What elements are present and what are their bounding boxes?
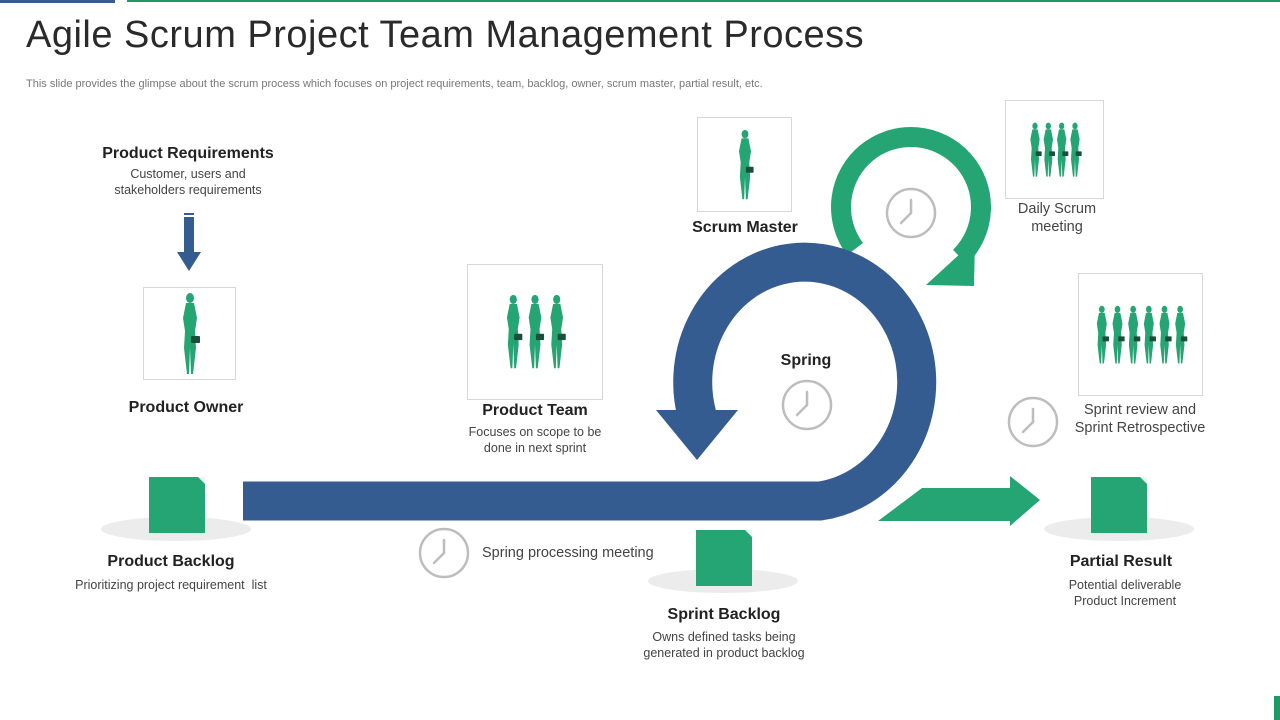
sprint-backlog-desc: Owns defined tasks being generated in pr… xyxy=(643,630,805,660)
scrum-master-title: Scrum Master xyxy=(692,219,798,236)
spring-title: Spring xyxy=(780,352,832,369)
top-accent-bar-blue xyxy=(0,0,115,3)
product-requirements-title: Product Requirements xyxy=(102,145,274,162)
partial-result-title: Partial Result xyxy=(1069,553,1173,570)
businesswoman-silhouette-icon xyxy=(738,129,754,199)
spring-processing-label: Spring processing meeting xyxy=(482,545,654,561)
sprint-backlog-square-icon xyxy=(696,530,752,586)
daily-scrum-label: Daily Scrum meeting xyxy=(1017,201,1097,235)
scrum-master-photo xyxy=(697,117,792,212)
partial-result-block: Partial Result Potential deliverable Pro… xyxy=(1040,553,1210,609)
corner-accent xyxy=(1274,696,1280,720)
sprint-review-clock-icon xyxy=(1007,396,1059,448)
spring-processing-clock-icon xyxy=(418,527,470,579)
product-backlog-desc: Prioritizing project requirement list xyxy=(75,578,267,592)
partial-result-square-icon xyxy=(1091,477,1147,533)
product-backlog-title: Product Backlog xyxy=(107,553,235,570)
businesswoman-silhouette-icon xyxy=(182,292,200,374)
sprint-backlog-block: Sprint Backlog Owns defined tasks being … xyxy=(624,606,824,661)
product-backlog-block: Product Backlog Prioritizing project req… xyxy=(56,553,286,593)
top-accent-bar-green xyxy=(127,0,1280,2)
partial-result-desc: Potential deliverable Product Increment xyxy=(1068,578,1182,608)
sprint-review-photo xyxy=(1078,273,1203,396)
sprint-loop-arrow xyxy=(243,242,937,521)
slide-title: Agile Scrum Project Team Management Proc… xyxy=(26,14,865,56)
product-requirements-block: Product Requirements Customer, users and… xyxy=(88,145,288,198)
product-team-title: Product Team xyxy=(482,402,588,419)
partial-result-arrow xyxy=(878,476,1040,526)
sprint-backlog-title: Sprint Backlog xyxy=(667,606,781,623)
sprint-review-label: Sprint review and Sprint Retrospective xyxy=(1074,402,1206,436)
requirements-down-arrow xyxy=(177,213,201,271)
spring-clock-icon xyxy=(781,379,833,431)
daily-scrum-clock-icon xyxy=(885,187,937,239)
product-team-block: Product Team Focuses on scope to be done… xyxy=(445,402,625,456)
team-of-three-icon xyxy=(506,294,566,369)
product-backlog-square-icon xyxy=(149,477,205,533)
product-team-desc: Focuses on scope to be done in next spri… xyxy=(468,425,602,455)
slide-subtitle: This slide provides the glimpse about th… xyxy=(26,78,763,90)
daily-scrum-loop-arrow xyxy=(831,127,991,286)
team-of-four-icon xyxy=(1029,122,1082,177)
daily-scrum-photo xyxy=(1005,100,1104,199)
product-owner-photo xyxy=(143,287,236,380)
product-team-photo xyxy=(467,264,603,400)
product-requirements-desc: Customer, users and stakeholders require… xyxy=(114,167,262,197)
team-of-six-icon xyxy=(1096,305,1187,363)
product-owner-title: Product Owner xyxy=(128,399,244,416)
